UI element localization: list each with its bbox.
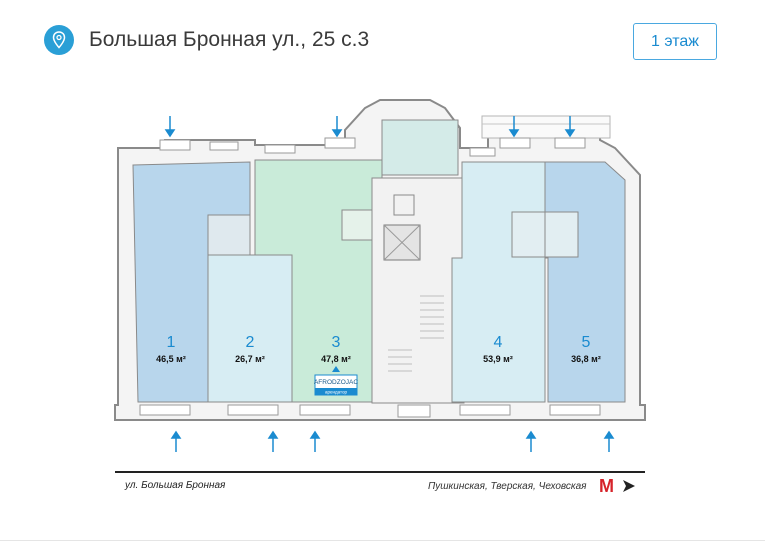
metro-stations: Пушкинская, Тверская, Чеховская: [428, 481, 587, 492]
entrance-arrow-icon: [170, 430, 615, 452]
street-line: [115, 471, 645, 473]
bottom-divider: [0, 540, 765, 541]
unit-5-area[interactable]: [544, 161, 626, 403]
entrance-arrow-icon: [164, 116, 576, 138]
arrow-right-icon: [623, 480, 635, 492]
unit-area: 53,9 м²: [483, 354, 513, 364]
unit-4-area[interactable]: [451, 161, 546, 403]
page-title: Большая Бронная ул., 25 с.3: [89, 28, 370, 51]
unit-area: 46,5 м²: [156, 354, 186, 364]
unit-number: 1: [167, 334, 176, 351]
metro-logo-icon: М: [599, 476, 614, 496]
unit-number: 4: [494, 334, 503, 351]
unit-number: 5: [582, 334, 591, 351]
tenant-marker-icon: [332, 366, 340, 372]
street-name: ул. Большая Бронная: [125, 480, 226, 491]
floor-selector-button[interactable]: 1 этаж: [633, 23, 717, 60]
unit-2-area[interactable]: [207, 254, 293, 403]
unit-area: 36,8 м²: [571, 354, 601, 364]
tenant-name: AFRODZOJAC: [314, 379, 358, 386]
unit-number: 3: [332, 334, 341, 351]
unit-area: 47,8 м²: [321, 354, 351, 364]
unit-area: 26,7 м²: [235, 354, 265, 364]
unit-number: 2: [246, 334, 255, 351]
tenant-status: арендатор: [325, 390, 348, 395]
location-pin-icon: [44, 25, 74, 55]
